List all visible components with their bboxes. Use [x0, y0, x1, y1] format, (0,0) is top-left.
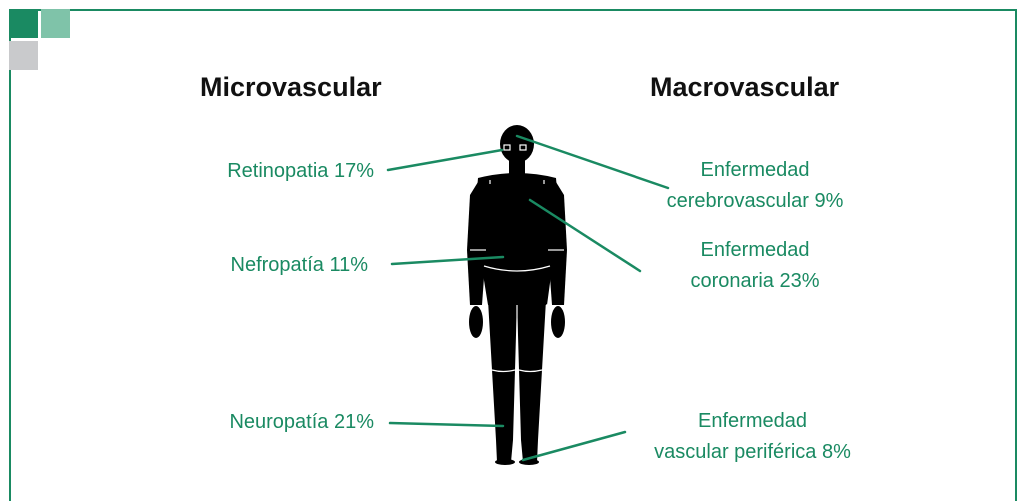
label-cerebrovascular: Enfermedad cerebrovascular 9% — [640, 155, 870, 217]
label-coronaria-line2: coronaria 23% — [640, 266, 870, 297]
connector-retinopatia — [388, 150, 502, 170]
label-periferica-line1: Enfermedad — [625, 406, 880, 437]
label-nefropatia: Nefropatía 11% — [231, 250, 369, 281]
label-periferica: Enfermedad vascular periférica 8% — [625, 406, 880, 468]
label-cerebrovascular-line1: Enfermedad — [640, 155, 870, 186]
human-figure — [467, 125, 567, 465]
connector-periferica — [523, 432, 625, 460]
figure-arm-left — [547, 182, 567, 305]
connector-neuropatia — [390, 423, 503, 426]
figure-neck — [509, 160, 525, 174]
label-coronaria-line1: Enfermedad — [640, 235, 870, 266]
label-coronaria: Enfermedad coronaria 23% — [640, 235, 870, 297]
figure-head — [500, 125, 534, 163]
label-neuropatia: Neuropatía 21% — [229, 407, 374, 438]
figure-torso — [474, 173, 560, 305]
figure-hand-right — [469, 306, 483, 338]
figure-arm-right — [467, 182, 487, 305]
figure-hand-left — [551, 306, 565, 338]
figure-leg-right — [488, 300, 517, 462]
label-retinopatia: Retinopatia 17% — [227, 156, 374, 187]
label-cerebrovascular-line2: cerebrovascular 9% — [640, 186, 870, 217]
figure-foot-right — [495, 459, 515, 465]
figure-leg-left — [517, 300, 546, 462]
label-periferica-line2: vascular periférica 8% — [625, 437, 880, 468]
